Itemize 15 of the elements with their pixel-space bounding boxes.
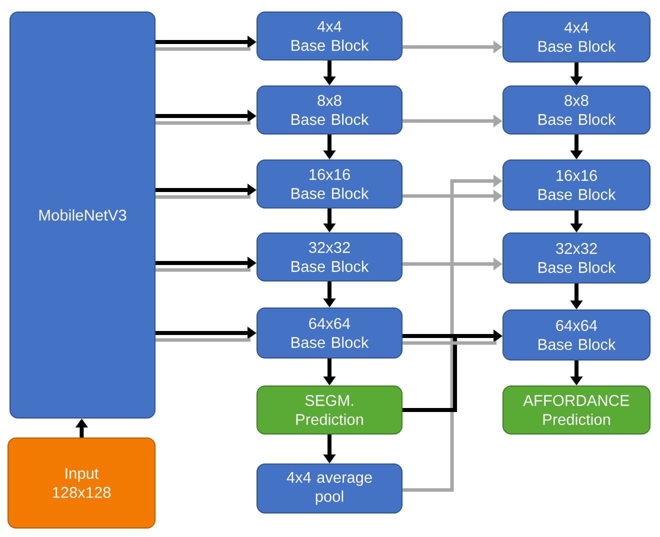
input-box: Input 128x128	[8, 438, 156, 528]
block: 16x16 Base Block	[502, 160, 650, 210]
block: 64x64 Base Block	[256, 308, 402, 358]
block: 32x32 Base Block	[502, 232, 650, 284]
block: 32x32 Base Block	[256, 232, 402, 282]
block: 8x8 Base Block	[256, 86, 402, 134]
block: 4x4 Base Block	[256, 12, 402, 60]
prediction-box: AFFORDANCE Prediction	[502, 386, 650, 434]
prediction-box: SEGM. Prediction	[256, 386, 402, 434]
pooling-box: 4x4 average pool	[256, 464, 402, 514]
block: 8x8 Base Block	[502, 86, 650, 134]
block: 64x64 Base Block	[502, 310, 650, 360]
block: 4x4 Base Block	[502, 12, 650, 62]
network-box: MobileNetV3	[10, 12, 156, 418]
block: 16x16 Base Block	[256, 160, 402, 208]
